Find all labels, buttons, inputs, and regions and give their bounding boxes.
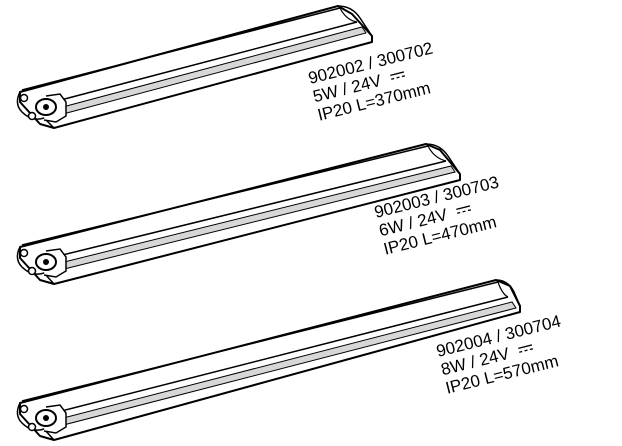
led-bar-470mm (16, 143, 461, 285)
dc-symbol-icon (390, 71, 405, 80)
dc-symbol-icon (518, 344, 533, 353)
dc-symbol-icon (456, 205, 471, 214)
led-bar-570mm (16, 279, 521, 441)
led-bar-370mm (16, 5, 373, 129)
